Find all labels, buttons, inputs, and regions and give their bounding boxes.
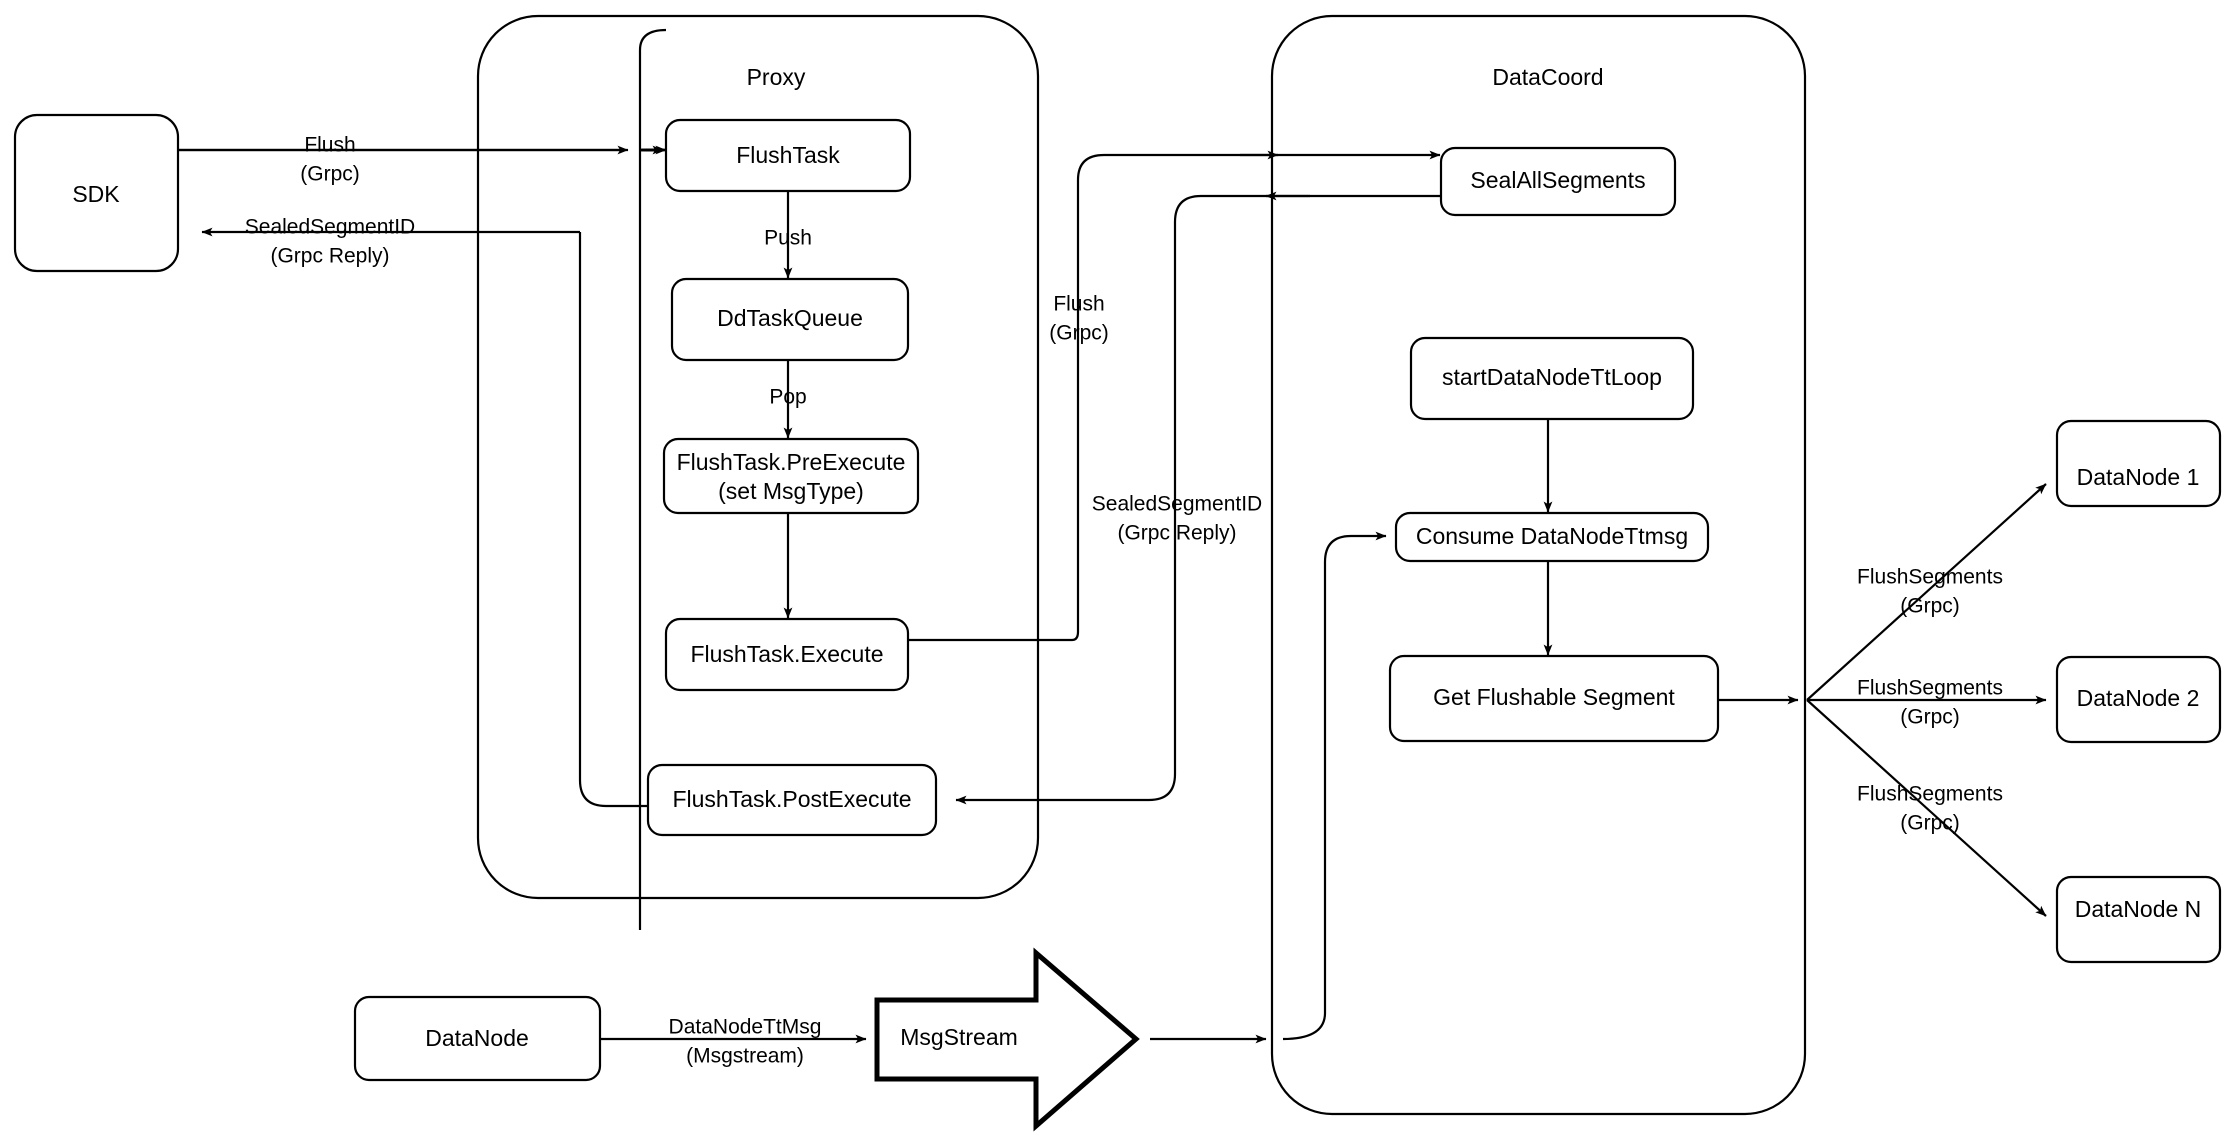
node-datanoden[interactable]: DataNode N: [2055, 875, 2222, 964]
edge-proxy-riser-top-curve: [638, 28, 667, 51]
node-sdk[interactable]: SDK: [13, 113, 180, 273]
execute-box[interactable]: [664, 617, 910, 692]
edge-label-sealed-segmentid: SealedSegmentID (Grpc Reply): [1092, 493, 1262, 545]
node-flushtask[interactable]: FlushTask: [664, 118, 912, 193]
ddtaskqueue-box[interactable]: [670, 277, 910, 362]
node-msgstream[interactable]: MsgStream: [874, 947, 1140, 1132]
edge-label-line1: SealedSegmentID: [1092, 493, 1262, 516]
edge-label-line2: (Grpc Reply): [1117, 522, 1236, 545]
edge-msgstream-riser-to-consume: [1282, 531, 1387, 1041]
get-flushable-segment-label: Get Flushable Segment: [1433, 684, 1675, 710]
node-datanode-bottom[interactable]: DataNode: [353, 995, 602, 1082]
edge-label-flushsegments-2: FlushSegments (Grpc): [1857, 677, 2003, 729]
edge-label-line2: (Grpc): [1049, 322, 1109, 345]
edge-label-line1: FlushSegments: [1857, 566, 2003, 589]
edge-label-line1: Flush: [304, 134, 355, 157]
node-flushtask-postexecute[interactable]: FlushTask.PostExecute: [646, 763, 938, 837]
proxy-container: [476, 14, 1040, 900]
edge-sealed-segmentid-path: [955, 194, 1440, 805]
edge-label-push: Push: [764, 227, 812, 250]
datanoden-label: DataNode N: [2075, 896, 2202, 922]
edge-label-line2: (Msgstream): [686, 1045, 804, 1068]
edge-postexecute-riser: [578, 258, 660, 808]
postexecute-box[interactable]: [646, 763, 938, 837]
datanode1-label: DataNode 1: [2077, 464, 2200, 490]
flushtask-box[interactable]: [664, 118, 912, 193]
datacoord-container: [1270, 14, 1807, 1116]
datanode-bottom-box[interactable]: [353, 995, 602, 1082]
edge-label-sealed-reply: SealedSegmentID (Grpc Reply): [245, 216, 415, 268]
edge-label-line2: (Grpc): [1900, 595, 1960, 618]
sealallsegments-label: SealAllSegments: [1470, 167, 1645, 193]
preexecute-label-line2: (set MsgType): [718, 478, 864, 504]
edge-label-line2: (Grpc): [300, 163, 360, 186]
flushtask-label: FlushTask: [736, 142, 840, 168]
node-consume-datanodettmsg[interactable]: Consume DataNodeTtmsg: [1394, 511, 1710, 563]
node-startdatanodettloop[interactable]: startDataNodeTtLoop: [1409, 336, 1695, 421]
edge-label-datanodettmsg: DataNodeTtMsg (Msgstream): [669, 1016, 822, 1068]
edge-flush-grpc-path: [1071, 150, 1441, 642]
edge-label-flushsegments-1: FlushSegments (Grpc): [1857, 566, 2003, 618]
preexecute-box[interactable]: [662, 437, 920, 515]
datanode2-label: DataNode 2: [2077, 685, 2200, 711]
msgstream-arrow-shape[interactable]: [874, 947, 1140, 1132]
datanode2-box[interactable]: [2055, 655, 2222, 744]
node-flushtask-preexecute[interactable]: FlushTask.PreExecute (set MsgType): [662, 437, 920, 515]
edge-label-line1: Flush: [1053, 293, 1104, 316]
edge-label-line1: DataNodeTtMsg: [669, 1016, 822, 1039]
datanode1-box[interactable]: [2055, 419, 2222, 508]
group-datacoord: DataCoord: [1270, 14, 1807, 1116]
postexecute-label: FlushTask.PostExecute: [672, 786, 911, 812]
startdatanodettloop-box[interactable]: [1409, 336, 1695, 421]
edge-fanout-to-datanode1: [1806, 483, 2047, 701]
edge-label-sdk-flush: Flush (Grpc): [300, 134, 360, 186]
startdatanodettloop-label: startDataNodeTtLoop: [1442, 364, 1662, 390]
ddtaskqueue-label: DdTaskQueue: [717, 305, 863, 331]
edge-label-flushsegments-n: FlushSegments (Grpc): [1857, 783, 2003, 835]
edge-label-line2: (Grpc): [1900, 706, 1960, 729]
edge-label-line2: (Grpc): [1900, 812, 1960, 835]
node-datanode2[interactable]: DataNode 2: [2055, 655, 2222, 744]
get-flushable-segment-box[interactable]: [1388, 654, 1720, 743]
node-sealallsegments[interactable]: SealAllSegments: [1439, 146, 1677, 217]
group-proxy: Proxy: [476, 14, 1040, 900]
node-flushtask-execute[interactable]: FlushTask.Execute: [664, 617, 910, 692]
sdk-box[interactable]: [13, 113, 180, 273]
edge-label-line1: SealedSegmentID: [245, 216, 415, 239]
datanoden-box[interactable]: [2055, 875, 2222, 964]
edge-label-pop: Pop: [769, 386, 806, 409]
msgstream-label: MsgStream: [900, 1024, 1018, 1050]
node-get-flushable-segment[interactable]: Get Flushable Segment: [1388, 654, 1720, 743]
edge-label-line1: FlushSegments: [1857, 783, 2003, 806]
datacoord-group-label: DataCoord: [1492, 64, 1603, 90]
preexecute-label-line1: FlushTask.PreExecute: [677, 449, 906, 475]
node-datanode1[interactable]: DataNode 1: [2055, 419, 2222, 508]
node-ddtaskqueue[interactable]: DdTaskQueue: [670, 277, 910, 362]
execute-label: FlushTask.Execute: [690, 641, 883, 667]
consume-datanodettmsg-label: Consume DataNodeTtmsg: [1416, 523, 1688, 549]
sealallsegments-box[interactable]: [1439, 146, 1677, 217]
proxy-group-label: Proxy: [747, 64, 806, 90]
edge-label-line2: (Grpc Reply): [270, 245, 389, 268]
consume-datanodettmsg-box[interactable]: [1394, 511, 1710, 563]
datanode-bottom-label: DataNode: [425, 1025, 529, 1051]
edge-label-line1: FlushSegments: [1857, 677, 2003, 700]
edge-label-flush-grpc: Flush (Grpc): [1049, 293, 1109, 345]
sdk-label: SDK: [72, 181, 120, 207]
edge-fanout-to-datanoden: [1806, 699, 2047, 917]
